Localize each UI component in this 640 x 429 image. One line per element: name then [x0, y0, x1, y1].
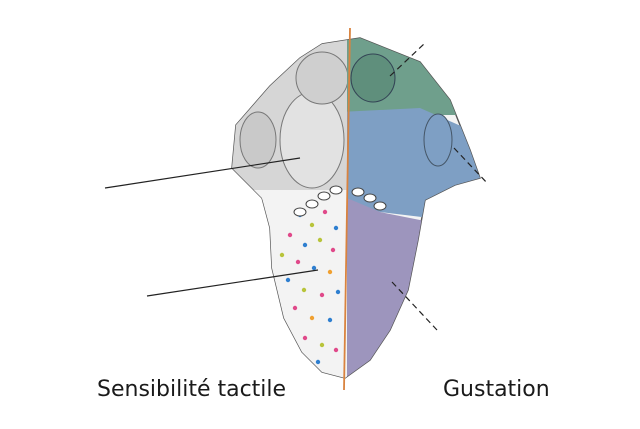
left-lingual-lobe: [279, 91, 345, 189]
tactile-leader-line-2: [146, 269, 319, 297]
circumvallate-papillae: [293, 185, 387, 217]
gustation-leader-line-1: [389, 43, 425, 77]
gustation-region-anterior: [347, 195, 430, 378]
right-tonsil-shape: [423, 113, 453, 167]
tactile-region-anterior: [232, 190, 347, 378]
tactile-leader-line-1: [104, 157, 301, 189]
gustation-leader-line-2: [453, 147, 489, 185]
midline: [343, 27, 351, 391]
caption-gustation: Gustation: [443, 377, 550, 402]
left-tonsil-shape: [239, 111, 277, 169]
caption-tactile-sensibility: Sensibilité tactile: [97, 377, 287, 402]
gustation-leader-line-3: [391, 281, 438, 331]
left-posterior-lobe: [295, 51, 347, 105]
right-posterior-lobe: [350, 53, 396, 103]
